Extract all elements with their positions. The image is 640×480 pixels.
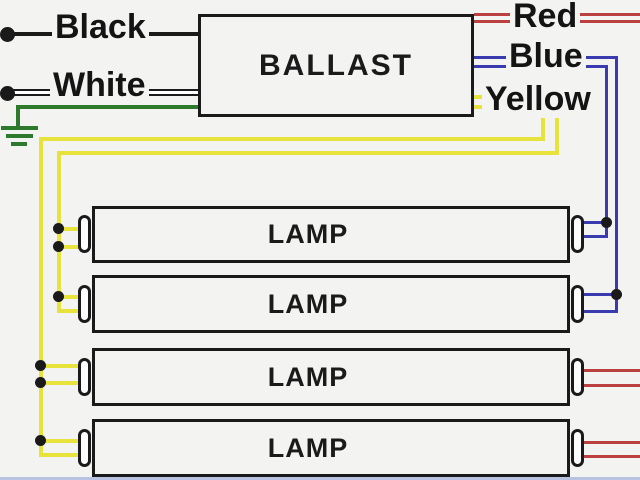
- wire-terminal-white: [0, 86, 15, 101]
- junction-dot-lamp1-right: [601, 217, 612, 228]
- ballast-box: BALLAST: [198, 14, 474, 117]
- lamp1-yellow-pin-bottom: [59, 245, 82, 249]
- lamp3-red-pin-top: [584, 369, 640, 372]
- lamp-3-label: LAMP: [267, 361, 349, 392]
- lamp2-yellow-pin-top: [59, 295, 82, 299]
- ground-bar-1: [1, 126, 38, 130]
- wire-terminal-black: [0, 27, 15, 42]
- lamp-3-box: LAMP: [92, 348, 570, 406]
- yellow-b-horizontal: [57, 151, 559, 155]
- junction-dot-lamp4-left: [35, 435, 46, 446]
- yellow-b-drop: [555, 107, 559, 155]
- yellow-a-drop: [541, 97, 545, 141]
- blue-wire-label: Blue: [506, 37, 586, 75]
- junction-dot-lamp3-left-bottom: [35, 377, 46, 388]
- lamp3-red-pin-bottom: [584, 384, 640, 387]
- green-ground-wire-horizontal: [16, 105, 198, 109]
- junction-dot-lamp3-left-top: [35, 360, 46, 371]
- lamp-1-right-cap: [571, 215, 584, 253]
- lamp1-yellow-pin-top: [59, 227, 82, 231]
- lamp-2-left-cap: [78, 285, 91, 323]
- lamp3-yellow-pin-top: [41, 364, 82, 368]
- lamp3-yellow-pin-bottom: [41, 381, 82, 385]
- lamp1-blue-pin-bottom: [584, 235, 608, 238]
- lamp2-blue-pin-top: [584, 293, 618, 296]
- red-wire-label: Red: [510, 0, 581, 35]
- yellow-wire-label: Yellow: [482, 80, 594, 118]
- lamp-1-left-cap: [78, 215, 91, 253]
- lamp-3-right-cap: [571, 358, 584, 396]
- bottom-edge-line: [0, 477, 640, 480]
- lamp-1-label: LAMP: [267, 219, 349, 249]
- lamp-2-box: LAMP: [92, 275, 570, 333]
- lamp4-yellow-pin-top: [41, 439, 82, 443]
- lamp2-yellow-pin-bottom: [57, 309, 82, 313]
- green-ground-wire-vertical: [16, 105, 20, 127]
- lamp-1-box: LAMP: [92, 206, 570, 263]
- junction-dot-lamp2-left: [53, 291, 64, 302]
- lamp-4-label: LAMP: [267, 432, 349, 463]
- lamp-4-right-cap: [571, 429, 584, 467]
- blue-wire-a-vertical: [615, 56, 618, 296]
- ground-bar-3: [11, 142, 27, 146]
- lamp1-blue-drop: [605, 222, 608, 238]
- white-wire-label: White: [50, 66, 149, 104]
- lamp-4-left-cap: [78, 429, 91, 467]
- lamp4-red-pin-bottom: [584, 455, 640, 458]
- lamp-3-left-cap: [78, 358, 91, 396]
- lamp4-red-pin-top: [584, 441, 640, 444]
- black-wire-label: Black: [52, 8, 149, 46]
- junction-dot-lamp2-right: [611, 289, 622, 300]
- lamp2-blue-pin-bottom: [584, 310, 618, 313]
- ballast-label: BALLAST: [259, 48, 413, 82]
- lamp-2-label: LAMP: [267, 288, 349, 319]
- yellow-a-horizontal: [39, 137, 545, 141]
- lamp-2-right-cap: [571, 285, 584, 323]
- lamp1-blue-pin-top: [584, 221, 608, 224]
- lamp-4-box: LAMP: [92, 419, 570, 477]
- blue-wire-b-vertical: [605, 65, 608, 224]
- lamp4-yellow-pin-bottom: [39, 453, 82, 457]
- junction-dot-lamp1-left-top: [53, 223, 64, 234]
- yellow-a-left-vertical: [39, 137, 43, 457]
- ground-bar-2: [6, 134, 33, 138]
- junction-dot-lamp1-left-bottom: [53, 241, 64, 252]
- lamp2-blue-drop: [615, 294, 618, 313]
